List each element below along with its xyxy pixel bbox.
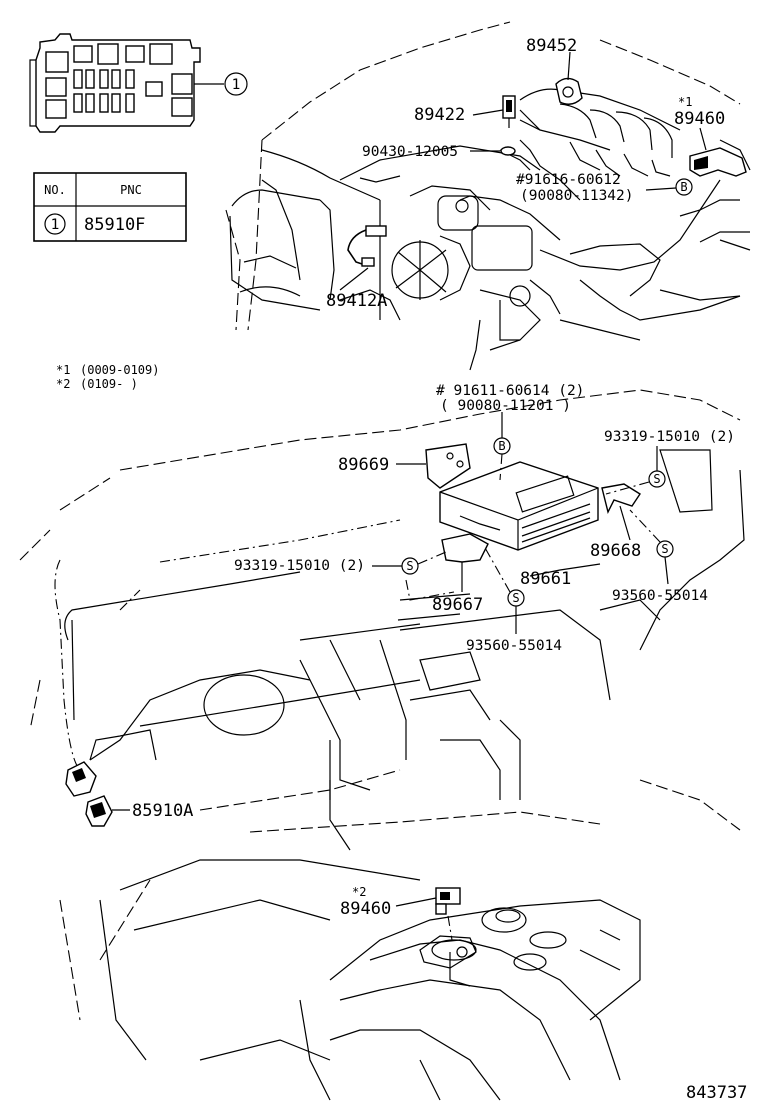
pnc-table: NO. PNC 1 85910F — [33, 172, 187, 242]
label-89669: 89669 — [338, 455, 389, 475]
leader-85910a — [199, 769, 401, 811]
center-console-illustration — [59, 779, 741, 1101]
callout-circle-1: 1 — [224, 72, 248, 96]
table-cell-pnc: 85910F — [84, 215, 145, 235]
label-89460-bottom: 89460 — [340, 899, 391, 919]
label-91611-60614: # 91611-60614 (2) — [436, 383, 584, 399]
table-header-pnc: PNC — [120, 183, 142, 197]
diagram-label: S — [653, 472, 660, 486]
leader-89667-path — [405, 579, 455, 601]
label-90080-11201: ( 90080-11201 ) — [440, 398, 571, 414]
label-85910a: 85910A — [132, 801, 193, 821]
note-mark-star2: *2 — [352, 885, 366, 899]
ecu-bracket-89669 — [396, 443, 471, 489]
label-89667: 89667 — [432, 595, 483, 615]
note-mark-star1: *1 — [678, 95, 692, 109]
table-header-no: NO. — [44, 183, 66, 197]
label-90430-12005: 90430-12005 — [362, 144, 458, 160]
label-93560-55014-center: 93560-55014 — [466, 638, 562, 654]
dashboard-illustration — [19, 389, 745, 851]
diagram-label: B — [680, 180, 687, 194]
ecu-bracket-89668 — [601, 483, 641, 541]
mark-s-left: S — [372, 551, 447, 575]
engine-bay-illustration — [225, 21, 751, 371]
map-sensor-89452 — [555, 51, 583, 105]
label-89412a: 89412A — [326, 291, 387, 311]
junction-block-illustration — [29, 33, 224, 133]
diagram-label: S — [406, 559, 413, 573]
label-93319-15010-left: 93319-15010 (2) — [234, 558, 365, 574]
label-89452: 89452 — [526, 36, 577, 56]
label-89422: 89422 — [414, 105, 465, 125]
mark-s-r2: S — [629, 509, 674, 585]
label-93560-55014-right: 93560-55014 — [612, 588, 708, 604]
diagram-label: B — [498, 439, 505, 453]
label-91616-60612: #91616-60612 — [516, 172, 621, 188]
diagram-label: S — [512, 591, 519, 605]
mark-b-top: B — [645, 178, 693, 196]
mark-s-center: S — [483, 545, 525, 634]
mark-s-right: S — [605, 446, 666, 495]
ecu-bracket-89667 — [441, 533, 489, 592]
table-cell-no: 1 — [51, 217, 60, 233]
intake-air-temp-sensor-89422 — [472, 95, 516, 128]
gasket-90430 — [470, 146, 516, 156]
label-89668: 89668 — [590, 541, 641, 561]
label-90080-11342: (90080-11342) — [520, 188, 634, 204]
mark-b-mid: B — [493, 412, 511, 481]
label-93319-15010-right: 93319-15010 (2) — [604, 429, 735, 445]
note-star1-mark: *1 — [56, 363, 70, 377]
connector-85910a — [65, 729, 157, 827]
note-star1-range: (0009-0109) — [80, 363, 159, 377]
sensor-89460-top — [689, 127, 747, 177]
label-89460-top: 89460 — [674, 109, 725, 129]
diagram-label: 1 — [232, 77, 241, 93]
diagram-label: S — [661, 542, 668, 556]
sensor-89412a — [339, 225, 387, 291]
sensor-89460-bottom — [395, 887, 461, 941]
leader-89661 — [529, 563, 601, 577]
figure-id: 843737 — [686, 1083, 747, 1103]
note-star2-mark: *2 — [56, 377, 70, 391]
label-89661: 89661 — [520, 569, 571, 589]
note-star2-range: (0109- ) — [80, 377, 138, 391]
engine-ecu-89661 — [439, 461, 599, 551]
